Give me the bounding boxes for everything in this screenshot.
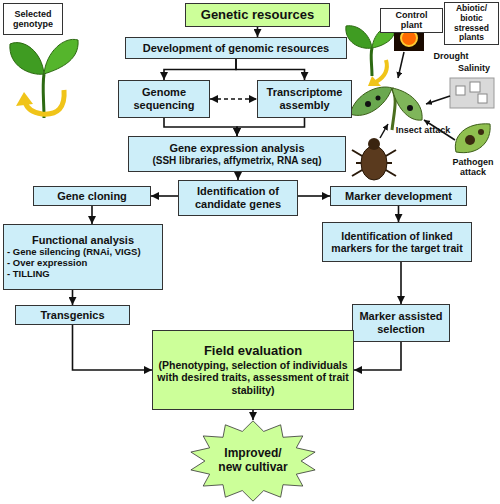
process-box: Identification of candidate genes — [178, 180, 298, 216]
node-text: Field evaluation — [156, 344, 350, 359]
node-text: Genome sequencing — [122, 86, 206, 111]
process-box: Marker assisted selection — [352, 304, 450, 342]
process-box: Genome sequencing — [118, 80, 210, 118]
flow-arrow — [151, 195, 178, 197]
node-text: Marker assisted selection — [356, 310, 446, 335]
disease-spot — [407, 105, 413, 111]
annotation-label: Salinity — [452, 64, 496, 74]
process-box: Gene expression analysis(SSH libraries, … — [128, 136, 346, 172]
process-box: Control plant — [380, 8, 443, 33]
salt-crystal — [478, 94, 487, 103]
insect-head — [368, 138, 380, 150]
node-text: Functional analysis — [7, 234, 159, 247]
plant-leaf — [350, 87, 392, 115]
salt-crystal — [456, 86, 465, 95]
node-text: Gene cloning — [37, 190, 147, 203]
node-text: Identification of candidate genes — [182, 185, 294, 210]
process-box: Transgenics — [15, 305, 130, 325]
node-text: - Over expression — [7, 258, 159, 269]
node-text: Transcriptome assembly — [261, 86, 348, 111]
annotation-label: Insect attack — [394, 126, 452, 136]
node-text: Identification of linked markers for the… — [326, 230, 468, 254]
star-shape — [191, 421, 315, 501]
node-text: Improved/ new cultivar — [212, 447, 294, 475]
curved-arrow-head — [368, 76, 381, 86]
plant-leaf — [44, 39, 78, 74]
process-box: Gene cloning — [33, 186, 151, 206]
process-box: Genetic resources — [185, 3, 330, 27]
plant-stem — [42, 74, 46, 118]
flow-arrow — [237, 172, 239, 180]
node-text: Marker development — [334, 190, 463, 203]
flow-arrow — [398, 206, 400, 222]
stress-arrow — [380, 124, 388, 138]
process-box: Field evaluation(Phenotyping, selection … — [152, 330, 354, 410]
process-box: Abiotic/ biotic stressed plants — [444, 2, 499, 45]
pathogen-spot — [465, 135, 475, 145]
process-box: Transcriptome assembly — [257, 80, 352, 118]
flow-arrow — [164, 59, 236, 80]
node-text: - TILLING — [7, 269, 159, 280]
flow-arrow — [298, 195, 330, 197]
result-star: Improved/ new cultivar — [188, 420, 318, 502]
disease-spot — [376, 96, 381, 101]
stress-arrow — [398, 52, 404, 78]
node-text: Abiotic/ biotic stressed plants — [448, 4, 495, 43]
salinity-icon — [450, 78, 494, 108]
pathogen-spot — [478, 129, 484, 135]
node-text: Genetic resources — [189, 8, 326, 23]
curved-arrow — [376, 60, 387, 82]
node-text: Control plant — [384, 10, 439, 31]
flow-arrow — [400, 262, 402, 304]
flow-arrow — [252, 410, 254, 420]
node-text: Transgenics — [19, 309, 126, 322]
process-box: Marker development — [330, 186, 467, 206]
flow-arrow — [91, 206, 93, 224]
insect-icon — [352, 138, 396, 180]
process-box: Functional analysis- Gene silencing (RNA… — [3, 224, 163, 290]
disease-spot — [365, 101, 371, 107]
process-box: Development of genomic resources — [125, 37, 347, 59]
flow-arrow — [236, 59, 305, 80]
node-text: Development of genomic resources — [129, 42, 343, 55]
pathogen-icon — [455, 124, 490, 153]
flow-arrow — [72, 290, 74, 305]
stressed-plant — [350, 87, 422, 130]
salt-crystal — [470, 82, 480, 92]
node-text: (SSH libraries, affymetrix, RNA seq) — [132, 155, 342, 167]
flow-arrow — [73, 325, 153, 370]
annotation-label: Drought — [426, 52, 476, 62]
annotation-label: Pathogen attack — [448, 158, 498, 178]
node-text: Gene expression analysis — [132, 142, 342, 155]
flow-arrow — [257, 27, 259, 37]
flow-arrow — [237, 118, 305, 136]
flow-arrow — [164, 118, 237, 136]
curved-arrow-head — [16, 92, 33, 106]
insect-body — [361, 146, 387, 180]
flow-arrow — [210, 98, 257, 100]
plant-leaf — [346, 26, 372, 49]
plant-leaf — [392, 88, 422, 120]
process-box: Identification of linked markers for the… — [322, 222, 472, 262]
stress-arrow — [426, 96, 450, 104]
node-text: - Gene silencing (RNAi, VIGS) — [7, 247, 159, 258]
selected-plant — [10, 39, 78, 118]
flow-arrow — [354, 342, 401, 370]
node-text: Selected genotype — [7, 9, 59, 30]
plant-leaf — [10, 43, 44, 75]
plant-stem — [370, 48, 374, 76]
process-box: Selected genotype — [3, 3, 63, 35]
node-text: (Phenotyping, selection of individuals w… — [156, 359, 350, 395]
